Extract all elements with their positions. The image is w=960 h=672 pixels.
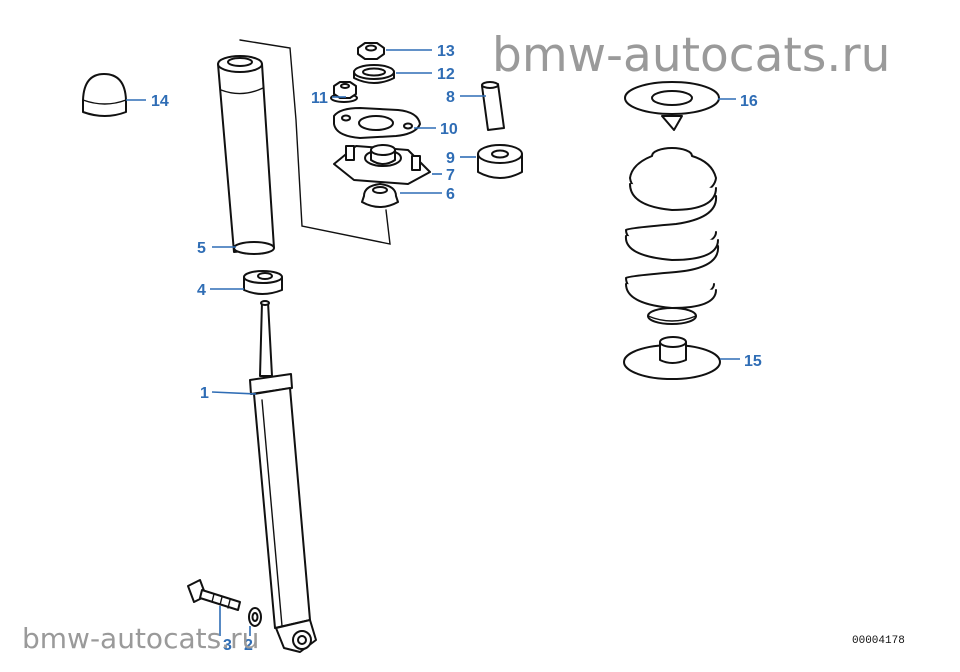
coil-spring-drawing	[624, 147, 720, 325]
part-label-8[interactable]: 8	[446, 89, 455, 106]
part-label-2[interactable]: 2	[244, 637, 253, 654]
bump-stop-drawing	[361, 183, 399, 208]
collar-nut-drawing	[330, 81, 358, 103]
part-label-13[interactable]: 13	[437, 43, 455, 60]
part-label-9[interactable]: 9	[446, 150, 455, 167]
spring-pad-upper-drawing	[624, 81, 720, 131]
part-label-14[interactable]: 14	[151, 93, 169, 110]
sleeve-drawing	[481, 81, 505, 131]
watermark-bottom: bmw-autocats.ru	[22, 622, 259, 655]
diagram-code: 00004178	[852, 635, 905, 647]
part-label-6[interactable]: 6	[446, 186, 455, 203]
rubber-mount-drawing	[477, 144, 523, 179]
part-label-3[interactable]: 3	[223, 637, 232, 654]
gasket-plate-drawing	[333, 107, 421, 139]
part-label-4[interactable]: 4	[197, 282, 206, 299]
part-label-11[interactable]: 11	[311, 90, 328, 107]
watermark-top: bmw-autocats.ru	[492, 28, 890, 83]
part-label-12[interactable]: 12	[437, 66, 455, 83]
washer-upper-drawing	[353, 64, 395, 84]
part-label-1[interactable]: 1	[200, 385, 209, 402]
leader-lines	[126, 49, 740, 636]
protective-tube-drawing	[217, 55, 275, 255]
support-bearing-drawing	[333, 144, 431, 185]
hex-nut-drawing	[357, 42, 385, 60]
part-label-5[interactable]: 5	[197, 240, 206, 257]
washer-drawing	[248, 607, 262, 627]
part-label-16[interactable]: 16	[740, 93, 758, 110]
bolt-drawing	[187, 579, 241, 611]
assembly-line	[239, 39, 391, 245]
rubber-bush-drawing	[243, 270, 283, 295]
spring-pad-lower-drawing	[623, 336, 721, 380]
part-label-15[interactable]: 15	[744, 353, 762, 370]
part-label-10[interactable]: 10	[440, 121, 458, 138]
shock-absorber-drawing	[249, 300, 317, 653]
protective-cap-drawing	[82, 73, 127, 117]
part-label-7[interactable]: 7	[446, 167, 455, 184]
